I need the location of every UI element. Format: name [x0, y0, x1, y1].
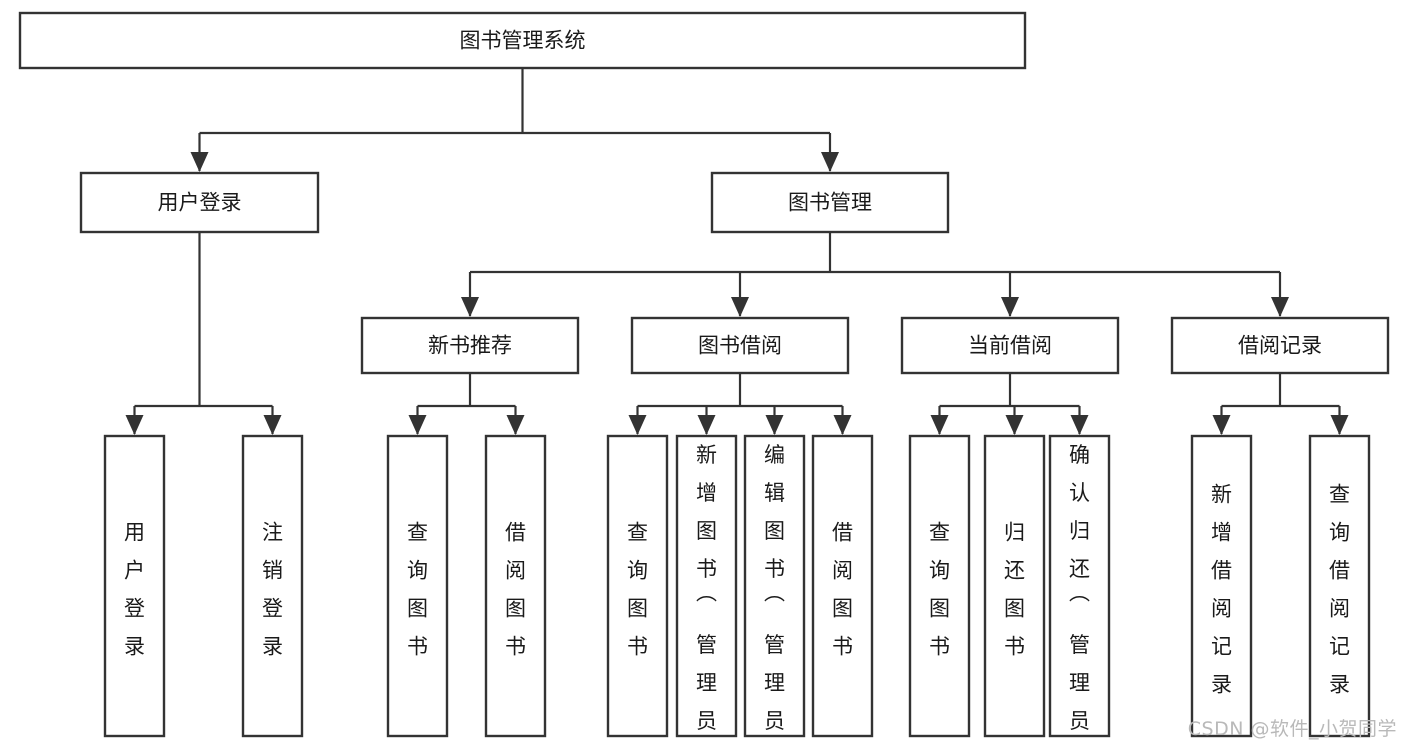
node-label-leaf-logout: 注销登录	[262, 521, 283, 659]
node-box-leaf-add-record	[1190, 434, 1253, 738]
node-box-leaf-logout	[241, 434, 304, 738]
node-leaf-query-book-3[interactable]: 查询图书	[908, 434, 971, 738]
connector-layer	[125, 68, 1349, 435]
node-leaf-borrow-book-2[interactable]: 借阅图书	[811, 434, 874, 738]
node-label-leaf-query-book-3: 查询图书	[929, 521, 950, 659]
node-leaf-query-record[interactable]: 查询借阅记录	[1308, 434, 1371, 738]
node-label-leaf-add-book: 新增图书⌒管理员⌣	[696, 443, 717, 747]
watermark-text: CSDN @软件_小贺同学	[1187, 718, 1397, 740]
node-label-new-book-recommend: 新书推荐	[428, 334, 512, 358]
node-box-leaf-borrow-book-1	[484, 434, 547, 738]
arrow-head-icon-leaf-borrow-book-1	[506, 415, 525, 435]
node-book-borrow[interactable]: 图书借阅	[630, 316, 850, 375]
node-box-leaf-query-book-1	[386, 434, 449, 738]
node-current-borrow[interactable]: 当前借阅	[900, 316, 1120, 375]
node-box-book-manage	[710, 171, 950, 234]
arrow-head-icon-current-borrow	[1001, 297, 1019, 317]
node-leaf-query-book-2[interactable]: 查询图书	[606, 434, 669, 738]
arrow-head-icon-leaf-edit-book	[765, 415, 784, 435]
arrow-head-icon-borrow-record	[1271, 297, 1289, 317]
node-label-book-manage: 图书管理	[788, 191, 872, 215]
node-box-root	[18, 11, 1027, 70]
node-label-leaf-edit-book: 编辑图书⌒管理员⌣	[764, 443, 785, 747]
node-box-new-book-recommend	[360, 316, 580, 375]
node-box-leaf-confirm-return	[1048, 434, 1111, 738]
node-user-login[interactable]: 用户登录	[79, 171, 320, 234]
node-leaf-query-book-1[interactable]: 查询图书	[386, 434, 449, 738]
node-new-book-recommend[interactable]: 新书推荐	[360, 316, 580, 375]
node-box-leaf-query-book-3	[908, 434, 971, 738]
node-root[interactable]: 图书管理系统	[18, 11, 1027, 70]
node-box-leaf-return-book	[983, 434, 1046, 738]
arrow-head-icon-leaf-query-book-1	[408, 415, 427, 435]
node-leaf-borrow-book-1[interactable]: 借阅图书	[484, 434, 547, 738]
arrow-head-icon-book-borrow	[731, 297, 749, 317]
arrow-head-icon-leaf-user-login	[125, 415, 144, 435]
node-box-leaf-user-login	[103, 434, 166, 738]
arrow-head-icon-leaf-query-book-2	[628, 415, 647, 435]
node-box-current-borrow	[900, 316, 1120, 375]
arrow-head-icon-leaf-logout	[263, 415, 282, 435]
node-label-leaf-borrow-book-2: 借阅图书	[832, 521, 853, 659]
arrow-head-icon-leaf-confirm-return	[1070, 415, 1089, 435]
node-label-leaf-user-login: 用户登录	[124, 521, 145, 659]
node-borrow-record[interactable]: 借阅记录	[1170, 316, 1390, 375]
node-leaf-user-login[interactable]: 用户登录	[103, 434, 166, 738]
node-label-leaf-query-record: 查询借阅记录	[1329, 483, 1350, 697]
node-label-leaf-return-book: 归还图书	[1004, 521, 1025, 659]
arrow-head-icon-leaf-query-record	[1330, 415, 1349, 435]
arrow-head-icon-leaf-add-record	[1212, 415, 1231, 435]
node-label-leaf-add-record: 新增借阅记录	[1211, 483, 1232, 697]
arrow-head-icon-new-book-recommend	[461, 297, 479, 317]
node-leaf-logout[interactable]: 注销登录	[241, 434, 304, 738]
node-leaf-add-record[interactable]: 新增借阅记录	[1190, 434, 1253, 738]
node-box-book-borrow	[630, 316, 850, 375]
node-book-manage[interactable]: 图书管理	[710, 171, 950, 234]
arrow-head-icon-leaf-query-book-3	[930, 415, 949, 435]
node-label-borrow-record: 借阅记录	[1238, 334, 1322, 358]
node-label-leaf-query-book-2: 查询图书	[627, 521, 648, 659]
node-label-current-borrow: 当前借阅	[968, 334, 1052, 358]
node-box-borrow-record	[1170, 316, 1390, 375]
node-box-leaf-borrow-book-2	[811, 434, 874, 738]
node-label-user-login: 用户登录	[158, 191, 242, 215]
node-box-leaf-edit-book	[743, 434, 806, 738]
node-leaf-add-book[interactable]: 新增图书⌒管理员⌣	[675, 434, 738, 747]
node-label-leaf-confirm-return: 确认归还⌒管理员⌣	[1069, 443, 1090, 747]
node-box-user-login	[79, 171, 320, 234]
node-layer: 图书管理系统用户登录图书管理新书推荐图书借阅当前借阅借阅记录用户登录注销登录查询…	[18, 11, 1390, 747]
node-leaf-confirm-return[interactable]: 确认归还⌒管理员⌣	[1048, 434, 1111, 747]
node-box-leaf-query-record	[1308, 434, 1371, 738]
node-box-leaf-query-book-2	[606, 434, 669, 738]
node-leaf-edit-book[interactable]: 编辑图书⌒管理员⌣	[743, 434, 806, 747]
node-label-leaf-query-book-1: 查询图书	[407, 521, 428, 659]
node-label-root: 图书管理系统	[460, 29, 586, 53]
arrow-head-icon-leaf-return-book	[1005, 415, 1024, 435]
node-box-leaf-add-book	[675, 434, 738, 738]
node-leaf-return-book[interactable]: 归还图书	[983, 434, 1046, 738]
arrow-head-icon-user-login	[190, 152, 209, 172]
arrow-head-icon-leaf-add-book	[697, 415, 716, 435]
node-label-book-borrow: 图书借阅	[698, 334, 782, 358]
arrow-head-icon-leaf-borrow-book-2	[833, 415, 852, 435]
arrow-head-icon-book-manage	[821, 152, 839, 172]
node-label-leaf-borrow-book-1: 借阅图书	[505, 521, 526, 659]
